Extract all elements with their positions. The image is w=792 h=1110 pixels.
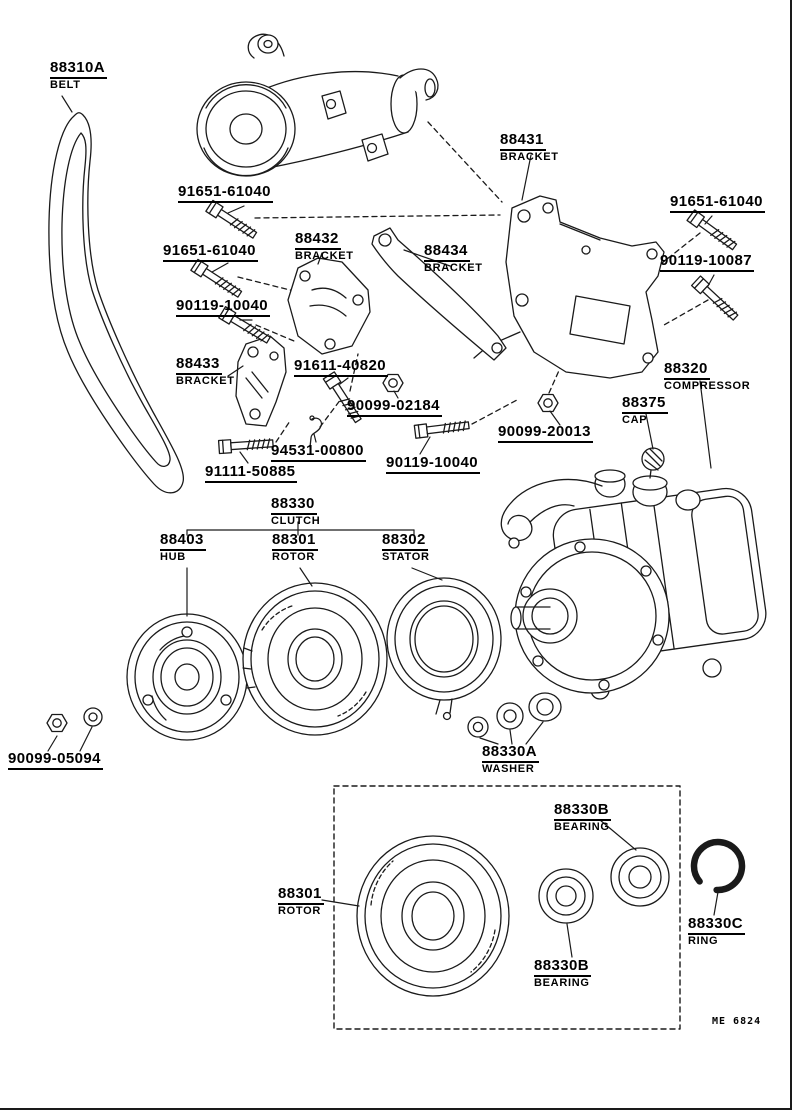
inset-bearing-left-drawing	[538, 868, 594, 924]
inset-bearing-right-drawing	[610, 847, 670, 907]
clutch-rotor-drawing	[242, 582, 388, 736]
bracket-88432-drawing	[287, 257, 371, 355]
leader-lines	[47, 95, 719, 958]
clip-drawing	[309, 415, 323, 448]
clutch-stator-drawing	[386, 577, 502, 721]
cap-88375-drawing	[641, 447, 665, 479]
snap-ring-drawing	[690, 838, 746, 894]
assembly-dashed-lines	[237, 121, 709, 443]
washers-88330a-drawing	[467, 692, 562, 738]
compressor-drawing	[500, 447, 767, 700]
belt-drawing	[48, 112, 185, 494]
inset-exploded-view	[333, 785, 681, 1030]
idler-pulley-assembly-drawing	[196, 33, 439, 177]
inset-rotor-drawing	[356, 835, 510, 997]
bracket-88431-drawing	[473, 195, 665, 379]
clutch-hub-drawing	[126, 613, 248, 741]
wire-harness-drawing	[500, 479, 603, 549]
fasteners-drawing	[46, 199, 741, 733]
page-code: ME 6824	[712, 1016, 762, 1027]
bracket-88433-drawing	[235, 335, 287, 427]
bracket-88434-drawing	[371, 227, 507, 361]
